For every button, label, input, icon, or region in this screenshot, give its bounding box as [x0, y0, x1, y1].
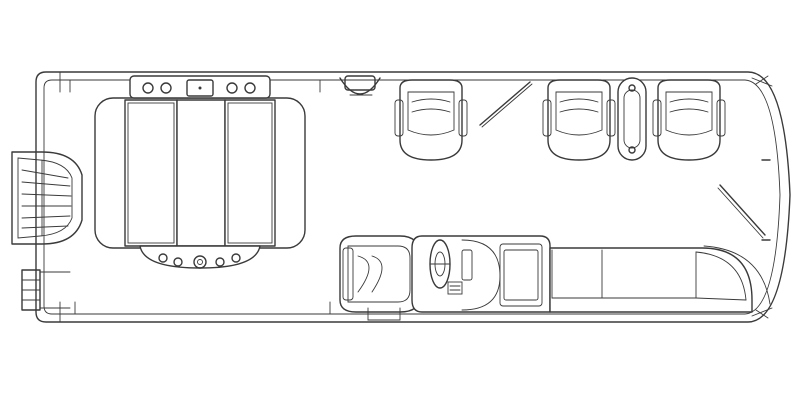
storage-cooler	[503, 249, 539, 301]
swim-platform	[11, 151, 83, 245]
swivel-chair-3	[652, 79, 726, 161]
storage-hatch	[339, 75, 381, 96]
seat-cushion-center	[176, 99, 226, 247]
captains-chair	[339, 235, 421, 321]
cup-holders	[142, 79, 256, 269]
hull-outline	[35, 71, 791, 323]
seat-cushion-right	[224, 99, 276, 247]
swivel-chair-2	[542, 79, 616, 161]
pedestal-table	[617, 77, 647, 161]
seat-cushion-left	[124, 99, 178, 247]
boarding-ladder	[21, 269, 71, 311]
steering-wheel	[429, 239, 451, 289]
l-shaped-lounge	[549, 245, 771, 313]
swivel-chair-1	[394, 79, 468, 161]
console-panel	[499, 243, 543, 307]
gate-rails	[479, 81, 766, 239]
stern-u-lounge	[94, 75, 306, 269]
